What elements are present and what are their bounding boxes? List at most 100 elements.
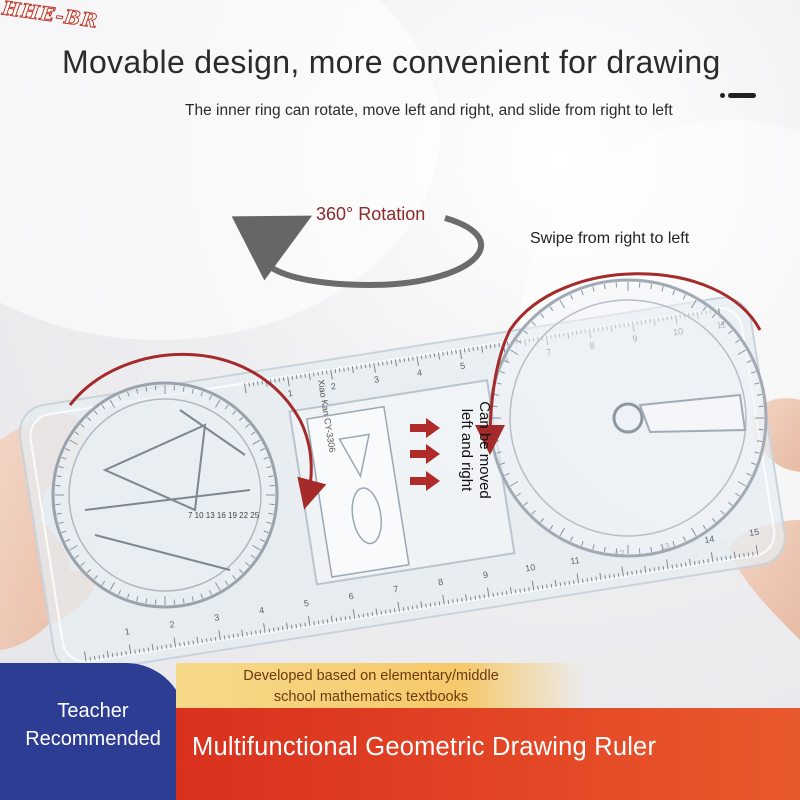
scale-tick xyxy=(285,622,289,630)
scale-tick xyxy=(256,381,259,386)
scale-tick xyxy=(459,349,463,360)
degree-tick xyxy=(61,530,67,534)
scale-tick xyxy=(483,594,486,599)
scale-tick xyxy=(380,610,383,615)
scale-tick xyxy=(493,343,496,348)
degree-tick xyxy=(61,456,67,460)
scale-tick xyxy=(373,362,376,373)
scale-tick xyxy=(666,559,669,570)
degree-tick xyxy=(145,386,148,392)
degree-tick xyxy=(259,448,265,452)
scale-tick xyxy=(205,638,208,643)
scale-tick xyxy=(514,589,517,594)
scale-tick xyxy=(429,353,431,358)
scale-tick xyxy=(116,652,118,657)
scale-tick xyxy=(261,380,263,385)
scale-tick xyxy=(541,585,544,590)
degree-tick xyxy=(182,598,185,604)
scale-tick xyxy=(564,581,566,586)
scale-tick xyxy=(412,356,414,361)
degree-tick xyxy=(250,554,256,559)
degree-tick xyxy=(238,416,244,422)
scale-tick xyxy=(299,623,302,628)
scale-tick xyxy=(351,366,354,374)
scale-tick xyxy=(586,578,589,583)
degree-tick xyxy=(735,492,740,497)
scale-tick xyxy=(399,358,401,363)
degree-tick xyxy=(702,306,707,311)
description-line1: Developed based on elementary/middle xyxy=(243,668,499,684)
scale-tick xyxy=(581,578,584,583)
scale-tick xyxy=(621,566,624,577)
scale-label: 8 xyxy=(437,577,444,588)
scale-tick xyxy=(228,634,230,639)
moved-label-line1: Can be moved xyxy=(476,401,493,499)
scale-tick xyxy=(716,557,718,562)
scale-tick xyxy=(232,634,235,639)
degree-tick xyxy=(208,589,212,595)
degree-tick xyxy=(136,388,139,394)
scale-label: 14 xyxy=(704,534,715,545)
degree-tick xyxy=(672,540,675,546)
scale-tick xyxy=(196,636,199,644)
scale-tick xyxy=(138,648,141,654)
degree-tick xyxy=(74,554,80,559)
headline: Movable design, more convenient for draw… xyxy=(62,44,721,80)
degree-tick xyxy=(661,286,664,292)
degree-tick xyxy=(549,306,554,311)
scale-tick xyxy=(599,572,602,580)
scale-tick xyxy=(134,649,136,654)
scale-tick xyxy=(291,375,294,380)
degree-tick xyxy=(711,313,716,318)
scale-label: 10 xyxy=(525,562,536,573)
degree-tick xyxy=(750,371,756,374)
rotation-label: 360° Rotation xyxy=(316,204,426,224)
degree-tick xyxy=(500,462,506,465)
degree-tick xyxy=(754,451,760,454)
scale-tick xyxy=(304,373,306,378)
scale-label: 5 xyxy=(459,361,466,372)
scale-label: 9 xyxy=(482,570,489,581)
scale-tick xyxy=(397,601,401,612)
moved-label-line2: left and right xyxy=(458,408,475,492)
scale-tick xyxy=(702,559,705,564)
scale-tick xyxy=(183,641,186,646)
scale-tick xyxy=(290,624,293,629)
scale-tick xyxy=(720,556,723,561)
scale-tick xyxy=(384,609,387,615)
scale-tick xyxy=(125,651,127,656)
scale-tick xyxy=(688,558,692,566)
scale-tick xyxy=(147,647,150,652)
scale-tick xyxy=(347,366,350,371)
scale-label: 7 xyxy=(393,584,400,595)
scale-tick xyxy=(338,368,341,373)
degree-tick xyxy=(581,290,584,296)
scale-tick xyxy=(416,355,419,366)
degree-tick xyxy=(754,382,760,385)
scale-tick xyxy=(433,353,436,358)
degree-tick xyxy=(559,299,565,309)
scale-tick xyxy=(210,637,212,642)
scale-tick xyxy=(321,370,324,375)
degree-tick xyxy=(263,456,269,460)
scale-tick xyxy=(501,591,503,596)
scale-tick xyxy=(143,648,145,653)
degree-tick xyxy=(750,462,756,465)
scale-tick xyxy=(437,352,441,360)
degree-tick xyxy=(86,568,92,574)
scale-tick xyxy=(156,646,159,651)
scale-tick xyxy=(559,582,562,587)
degree-tick xyxy=(728,330,733,335)
degree-tick xyxy=(509,481,519,487)
title-banner xyxy=(176,708,800,800)
degree-tick xyxy=(266,466,272,469)
decor-dot xyxy=(720,93,725,98)
degree-tick xyxy=(268,512,274,515)
degree-tick xyxy=(516,339,521,344)
degree-tick xyxy=(496,382,502,385)
scale-tick xyxy=(377,362,380,367)
degree-tick xyxy=(65,538,71,542)
degree-tick xyxy=(191,596,194,602)
scale-tick xyxy=(658,566,660,571)
degree-tick xyxy=(109,399,115,408)
